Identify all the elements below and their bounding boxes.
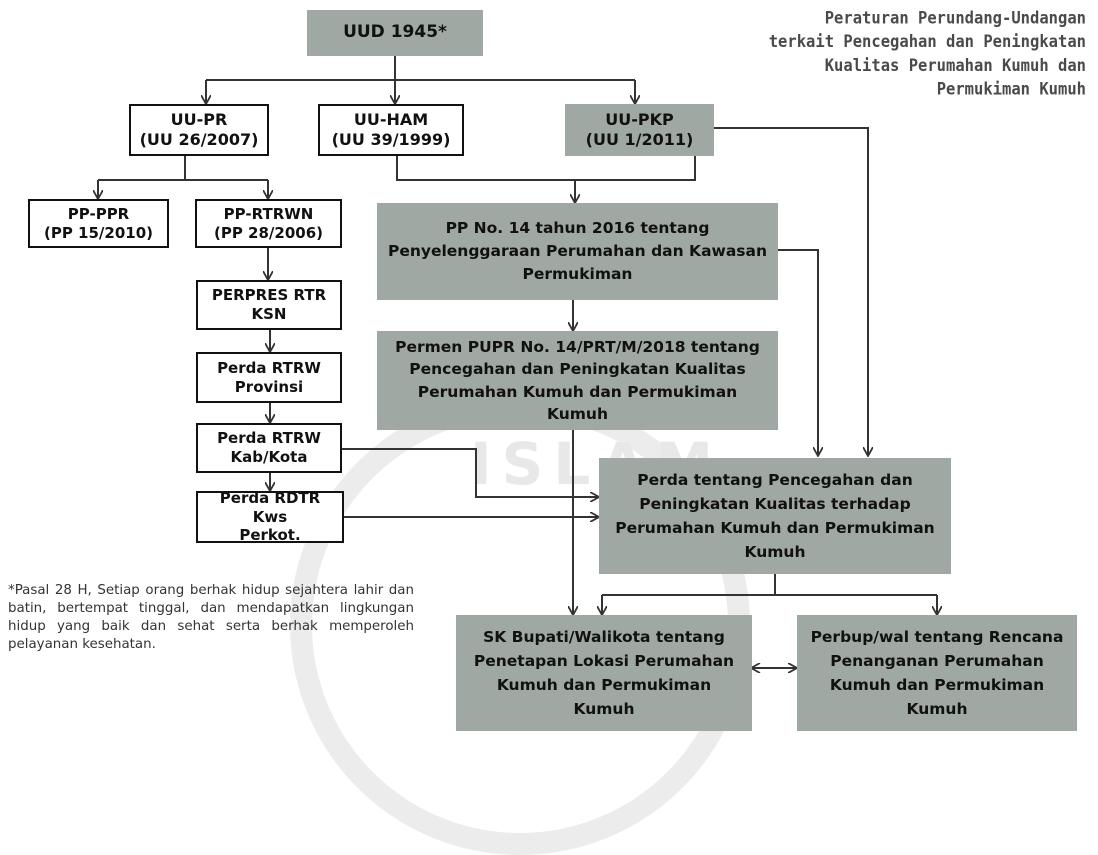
node-perda-rtrw-kab-kota: Perda RTRW Kab/Kota: [196, 423, 342, 473]
node-uud-1945: UUD 1945*: [307, 10, 483, 56]
footnote: *Pasal 28 H, Setiap orang berhak hidup s…: [8, 583, 414, 652]
node-pp-14-2016: PP No. 14 tahun 2016 tentang Penyelengga…: [377, 203, 778, 300]
node-pp-ppr: PP-PPR (PP 15/2010): [28, 199, 169, 248]
node-uu-pkp: UU-PKP (UU 1/2011): [565, 104, 714, 156]
node-perpres-rtr-ksn: PERPRES RTR KSN: [196, 280, 342, 330]
node-perda-rdtr: Perda RDTR Kws Perkot.: [196, 489, 344, 544]
node-uu-ham: UU-HAM (UU 39/1999): [318, 104, 464, 156]
node-perda-rtrw-provinsi: Perda RTRW Provinsi: [196, 352, 342, 403]
node-pp-rtrwn: PP-RTRWN (PP 28/2006): [195, 199, 342, 248]
node-sk-bupati: SK Bupati/Walikota tentang Penetapan Lok…: [456, 615, 752, 731]
connector-lines: [0, 56, 1098, 731]
node-uu-pr: UU-PR (UU 26/2007): [129, 104, 269, 156]
node-perda-kumuh: Perda tentang Pencegahan dan Peningkatan…: [599, 458, 951, 574]
diagram-title: Peraturan Perundang-Undangan terkait Pen…: [768, 8, 1086, 100]
node-permen-pupr: Permen PUPR No. 14/PRT/M/2018 tentang Pe…: [377, 331, 778, 430]
node-perbup-wal: Perbup/wal tentang Rencana Penanganan Pe…: [797, 615, 1077, 731]
